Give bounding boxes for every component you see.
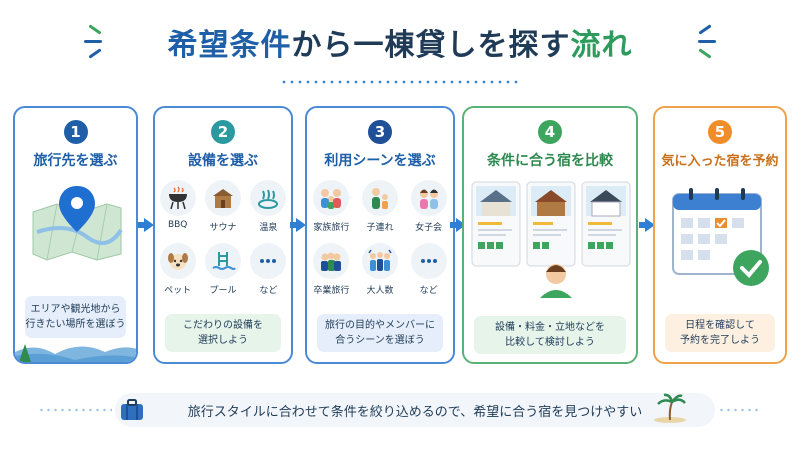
family-icon bbox=[321, 189, 342, 209]
footer-dots-left bbox=[38, 408, 112, 412]
large-group-icon bbox=[368, 249, 392, 271]
amenity-bbq-label: BBQ bbox=[167, 220, 188, 230]
step-caption-1-line-1: エリアや観光地から bbox=[30, 304, 121, 315]
step-caption-1-line-2: 行きたい場所を選ぼう bbox=[25, 319, 126, 330]
step-caption-4-line-1: 設備・料金・立地などを bbox=[495, 322, 605, 333]
amenity-hot-spring: 温泉 bbox=[246, 180, 291, 233]
more-icon bbox=[420, 259, 437, 263]
footer-dots-right bbox=[718, 408, 762, 412]
scene-large-group-label: 大人数 bbox=[366, 286, 394, 296]
step-number-4: 4 bbox=[538, 120, 562, 144]
step-caption-2-line-2: 選択しよう bbox=[198, 335, 248, 346]
scene-girls-party: 女子会 bbox=[404, 180, 453, 233]
step-number-3: 3 bbox=[368, 120, 392, 144]
title-deco-right-icon bbox=[690, 24, 730, 59]
step-caption-2: こだわりの設備を 選択しよう bbox=[165, 314, 281, 352]
more-icon bbox=[260, 259, 277, 263]
parent-child-icon bbox=[371, 188, 388, 209]
amenity-bbq: BBQ bbox=[155, 180, 200, 233]
scene-graduation-trip-label: 卒業旅行 bbox=[313, 286, 350, 296]
dog-icon bbox=[167, 253, 188, 270]
step-caption-5-line-2: 予約を完了しよう bbox=[680, 335, 760, 346]
graduation-trip-icon bbox=[321, 252, 342, 271]
amenity-pool: プール bbox=[200, 243, 245, 296]
title-underline-dots bbox=[280, 80, 520, 84]
step-card-4: 4 条件に合う宿を比較 設備 bbox=[462, 106, 638, 364]
amenity-more: など bbox=[246, 243, 291, 296]
step-caption-4-line-2: 比較して検討しよう bbox=[505, 337, 595, 348]
step-caption-3-line-2: 合うシーンを選ぼう bbox=[335, 335, 425, 346]
step-title-1: 旅行先を選ぶ bbox=[33, 153, 118, 169]
scene-more: など bbox=[404, 243, 453, 296]
scene-with-kids-label: 子連れ bbox=[366, 223, 394, 233]
footer-text: 旅行スタイルに合わせて条件を絞り込めるので、希望に合う宿を見つけやすい bbox=[187, 404, 643, 420]
step-caption-3: 旅行の目的やメンバーに 合うシーンを選ぼう bbox=[317, 314, 443, 352]
flow-arrow-1-icon bbox=[138, 218, 154, 232]
flow-arrow-3-icon bbox=[450, 218, 466, 232]
step-title-3: 利用シーンを選ぶ bbox=[324, 153, 436, 169]
scene-with-kids: 子連れ bbox=[356, 180, 405, 233]
suitcase-icon bbox=[121, 399, 143, 420]
sauna-icon bbox=[212, 189, 233, 208]
scene-family-label: 家族旅行 bbox=[313, 223, 350, 233]
amenity-sauna-label: サウナ bbox=[209, 223, 237, 233]
title-part-1: 希望条件 bbox=[167, 28, 292, 63]
step-card-1: 1 旅行先を選ぶ エリアや観光地から 行きたい場所を選ぼう bbox=[13, 106, 138, 364]
scene-girls-party-label: 女子会 bbox=[415, 223, 443, 233]
calendar-check-icon bbox=[672, 188, 769, 286]
scene-more-label: など bbox=[419, 286, 438, 296]
flow-arrow-2-icon bbox=[290, 218, 306, 232]
amenity-pet: ペット bbox=[155, 243, 200, 296]
step-caption-5-line-1: 日程を確認して bbox=[685, 320, 755, 331]
step-title-4: 条件に合う宿を比較 bbox=[487, 153, 613, 169]
title-part-2: から一棟貸しを探す bbox=[291, 28, 571, 63]
step-caption-1: エリアや観光地から 行きたい場所を選ぼう bbox=[25, 296, 126, 338]
scene-large-group: 大人数 bbox=[356, 243, 405, 296]
title-deco-left-icon bbox=[70, 24, 110, 59]
page-title: 希望条件から一棟貸しを探す流れ bbox=[0, 18, 800, 66]
step-card-5: 5 気に入った宿を予約 日程を確認して 予約を完了しよう bbox=[653, 106, 787, 364]
step-title-5: 気に入った宿を予約 bbox=[661, 154, 779, 169]
girls-party-icon bbox=[419, 189, 438, 209]
step-title-2: 設備を選ぶ bbox=[188, 153, 258, 169]
step-card-2: 2 設備を選ぶ BBQ サウナ 温泉 ペット プール など こだわりの設備を 選… bbox=[153, 106, 293, 364]
amenity-hot-spring-label: 温泉 bbox=[259, 223, 278, 233]
palm-island-icon bbox=[654, 393, 686, 423]
step-number-2: 2 bbox=[211, 120, 235, 144]
amenity-pool-label: プール bbox=[209, 286, 237, 296]
step-card-3: 3 利用シーンを選ぶ 家族旅行 子連れ 女子会 卒業旅行 大人数 など 旅行の目… bbox=[305, 106, 455, 364]
step-caption-3-line-1: 旅行の目的やメンバーに bbox=[325, 320, 435, 331]
step-number-1: 1 bbox=[63, 120, 88, 144]
amenity-sauna: サウナ bbox=[200, 180, 245, 233]
footer-banner: 旅行スタイルに合わせて条件を絞り込めるので、希望に合う宿を見つけやすい bbox=[115, 393, 715, 427]
amenity-pet-label: ペット bbox=[164, 286, 192, 296]
house-compare-icon bbox=[471, 181, 631, 298]
step-number-5: 5 bbox=[708, 120, 732, 144]
step-caption-4: 設備・料金・立地などを 比較して検討しよう bbox=[474, 316, 626, 354]
bbq-grill-icon bbox=[168, 186, 187, 210]
scene-family: 家族旅行 bbox=[307, 180, 356, 233]
title-part-3: 流れ bbox=[570, 28, 633, 63]
step-caption-5: 日程を確認して 予約を完了しよう bbox=[665, 314, 775, 352]
pool-icon bbox=[212, 252, 236, 270]
step-caption-2-line-1: こだわりの設備を bbox=[183, 320, 263, 331]
landscape-icon bbox=[15, 344, 136, 362]
map-pin-icon bbox=[32, 186, 123, 261]
flow-arrow-4-icon bbox=[639, 218, 655, 232]
hot-spring-icon bbox=[258, 189, 279, 209]
amenity-more-label: など bbox=[259, 286, 278, 296]
scene-graduation-trip: 卒業旅行 bbox=[307, 243, 356, 296]
